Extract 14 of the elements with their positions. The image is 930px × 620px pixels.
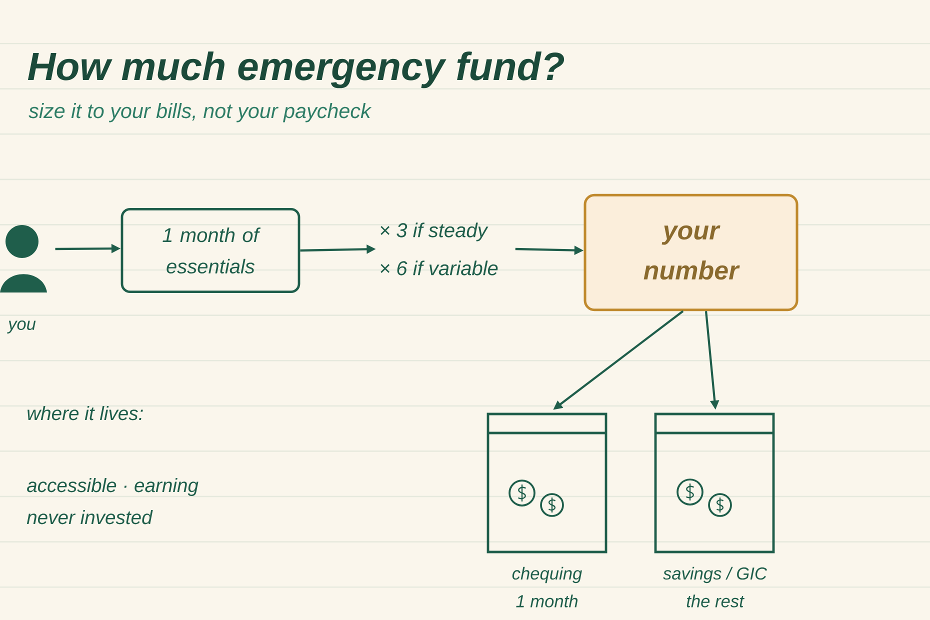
note-text: never invested <box>26 510 153 524</box>
note-text: accessible · earning <box>27 478 198 496</box>
process-box: 1 month of essentials <box>120 208 300 294</box>
title: How much emergency fund? <box>28 52 564 88</box>
jar-label: 1 month <box>516 594 578 608</box>
jar-label: savings / GIC <box>663 566 768 584</box>
person-icon <box>0 225 47 292</box>
subtitle: size it to your bills, not your paycheck <box>28 103 372 122</box>
person-label: you <box>7 320 36 334</box>
multiplier-text: × 3 if steady × 6 if variable <box>380 222 498 276</box>
note-text: where it lives: <box>28 406 143 420</box>
jar-label: chequing <box>512 566 582 584</box>
result-box: your number <box>584 194 798 312</box>
jar-label: the rest <box>686 594 744 608</box>
